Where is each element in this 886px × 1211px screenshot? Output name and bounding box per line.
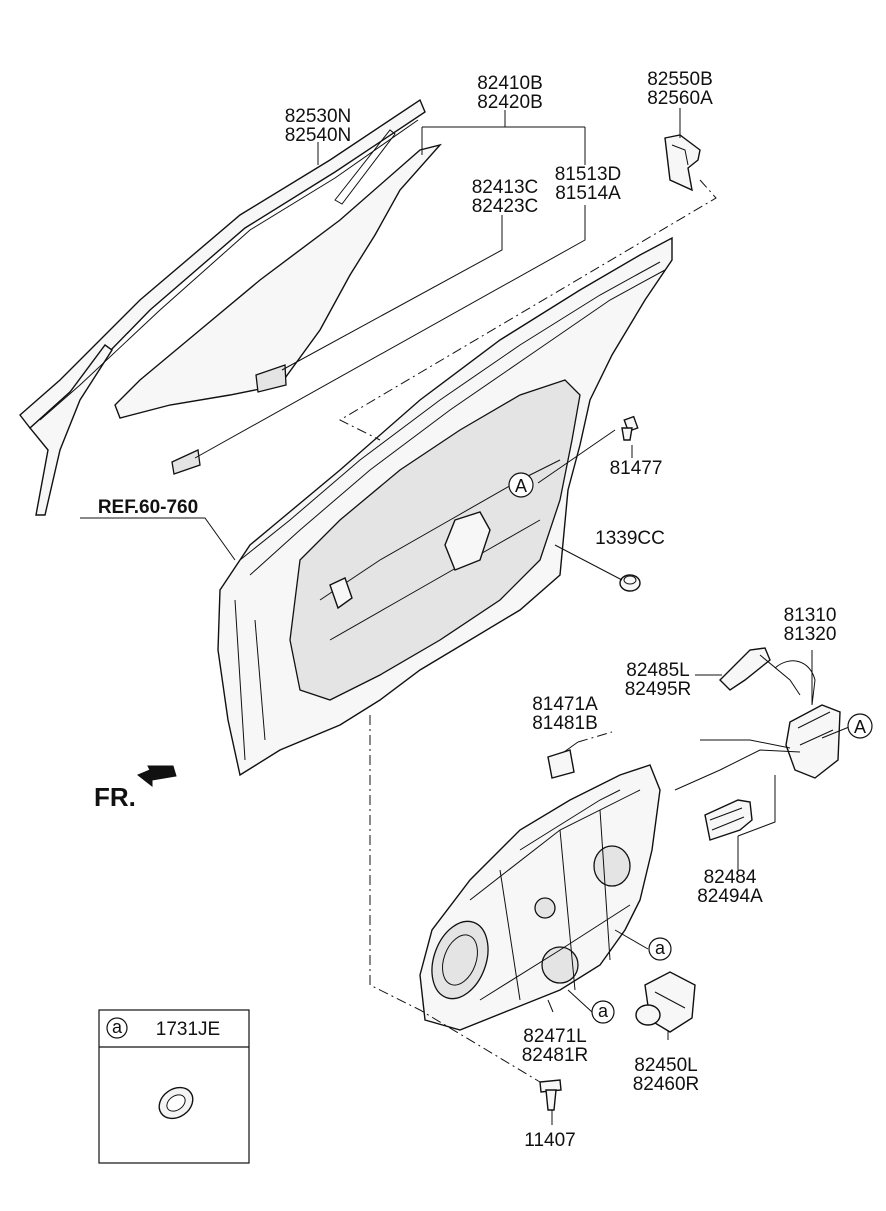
svg-text:A: A [515,476,527,496]
bolt-81477 [621,415,639,441]
label-82485l: 82485L [626,660,689,681]
label-81513d: 81513D [555,164,622,185]
grommet-icon [158,1086,194,1120]
label-82495r: 82495R [625,679,692,700]
leader-lines [80,108,850,1125]
label-82530n: 82530N [285,106,352,127]
door-frame [217,236,673,777]
label-82420b: 82420B [477,92,543,113]
front-indicator: FR. [94,765,177,812]
legend-marker-text: a [112,1017,123,1037]
callout-a-latch: A [847,713,873,739]
plug-1339cc [619,574,641,592]
callout-small-a-lower: a [591,1000,615,1024]
door-latch [774,660,841,779]
label-81320: 81320 [784,624,837,645]
screw-11407 [539,1079,562,1111]
door-glass [114,143,443,475]
label-82460r: 82460R [633,1074,700,1095]
label-82423c: 82423C [472,196,539,217]
label-82450l: 82450L [634,1055,697,1076]
label-81477: 81477 [610,458,663,479]
legend-marker [106,1017,128,1039]
window-motor [635,971,696,1033]
label-81471a: 81471A [532,694,598,715]
svg-text:a: a [655,938,666,958]
label-82494a: 82494A [697,886,763,907]
part-labels: 82530N 82540N 82410B 82420B 82413C 82423… [98,69,837,1151]
label-82550b: 82550B [647,69,713,90]
door-module-panel [419,764,661,1031]
label-11407: 11407 [524,1130,575,1151]
svg-text:a: a [598,1001,609,1021]
legend-part-number: 1731JE [156,1019,220,1040]
label-ref-60-760: REF.60-760 [98,497,198,518]
bracket-82484 [704,799,753,841]
label-82560a: 82560A [647,88,713,109]
front-arrow-icon [137,765,177,788]
label-82471l: 82471L [523,1026,586,1047]
holder-81471a [547,749,575,779]
label-82540n: 82540N [285,125,352,146]
callout-a-upper: A [508,472,534,498]
callout-small-a-upper: a [648,937,672,961]
label-82484: 82484 [704,867,757,888]
cable-rod [674,647,801,791]
label-81481b: 81481B [532,713,598,734]
label-82410b: 82410B [477,73,543,94]
label-82413c: 82413C [472,177,539,198]
front-label: FR. [94,782,136,812]
label-82481r: 82481R [522,1045,589,1066]
label-81514a: 81514A [555,183,621,204]
legend-box: a 1731JE [98,1009,250,1164]
svg-text:A: A [854,717,866,737]
label-1339cc: 1339CC [595,528,665,549]
mirror-bracket [664,134,701,192]
label-81310: 81310 [784,605,837,626]
window-run-weatherstrip [19,98,426,516]
